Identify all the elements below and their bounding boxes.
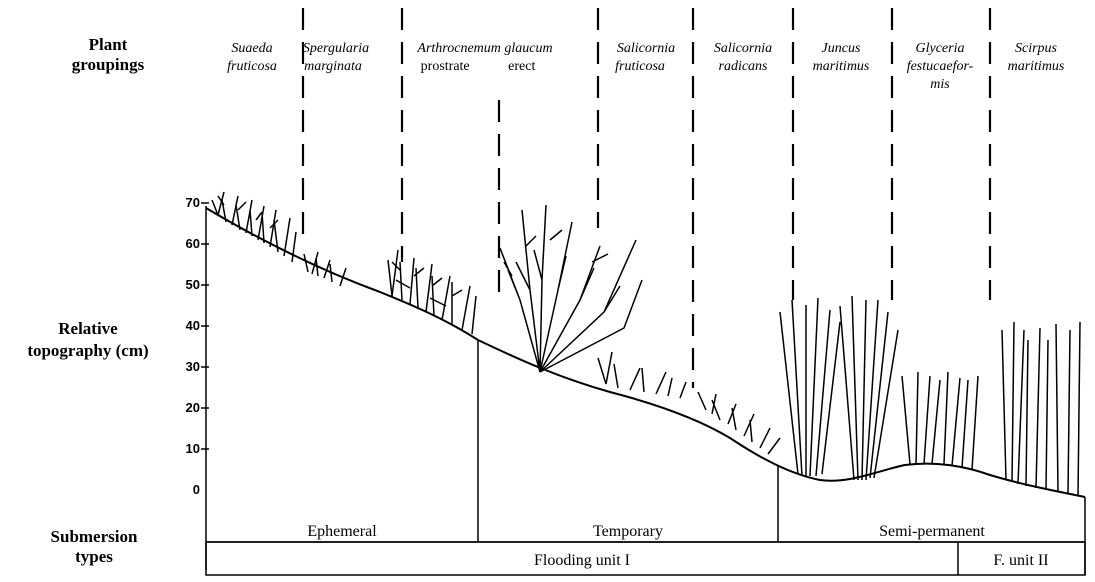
vegetation-juncus [780, 296, 898, 480]
group-label-glyceria-1: Glyceria [916, 41, 965, 56]
y-tick-label: 0 [193, 482, 200, 497]
group-label-glyceria-2: festucaefor- [907, 59, 974, 74]
group-label-salicornia-radicans-1: Salicornia [714, 41, 772, 56]
y-tick-label: 70 [186, 195, 200, 210]
relative-topography-label-line1: Relative [58, 319, 118, 338]
relative-topography-label-line2: topography (cm) [27, 341, 148, 360]
y-tick-label: 30 [186, 359, 200, 374]
submersion-temporary: Temporary [593, 523, 663, 540]
vegetation-arthrocnemum-prostrate [388, 250, 476, 334]
group-label-arthrocnemum-2: prostrate erect [421, 59, 536, 74]
vegetation-glyceria [902, 372, 978, 470]
group-label-arthrocnemum-1: Arthrocnemum glaucum [416, 41, 552, 56]
group-label-salicornia-fruticosa-1: Salicornia [617, 41, 675, 56]
y-tick-label: 10 [186, 441, 200, 456]
group-label-glyceria-3: mis [930, 77, 950, 92]
submersion-semi-permanent: Semi-permanent [879, 523, 985, 540]
y-tick-label: 20 [186, 400, 200, 415]
vegetation-scirpus [1002, 322, 1080, 496]
y-tick-label: 60 [186, 236, 200, 251]
flooding-unit-2: F. unit II [993, 552, 1048, 569]
group-label-scirpus-1: Scirpus [1015, 41, 1058, 56]
vegetation-arthrocnemum-erect [500, 205, 642, 372]
group-label-spergularia-2: marginata [304, 59, 362, 74]
group-label-salicornia-radicans-2: radicans [719, 59, 769, 74]
plant-groupings-label-line1: Plant [89, 35, 128, 54]
group-label-juncus-2: maritimus [813, 59, 870, 74]
y-tick-label: 40 [186, 318, 200, 333]
flooding-unit-1: Flooding unit I [534, 552, 630, 569]
group-label-juncus-1: Juncus [822, 41, 861, 56]
vegetation-salicornia-fruticosa [598, 352, 686, 398]
group-label-spergularia-1: Spergularia [303, 41, 369, 56]
plant-group-labels: Suaeda fruticosa Spergularia marginata A… [227, 41, 1065, 92]
submersion-types-label-line1: Submersion [51, 527, 138, 546]
y-tick-label: 50 [186, 277, 200, 292]
group-label-scirpus-2: maritimus [1008, 59, 1065, 74]
submersion-ephemeral: Ephemeral [307, 523, 377, 540]
group-label-suaeda-1: Suaeda [231, 41, 272, 56]
group-label-salicornia-fruticosa-2: fruticosa [615, 59, 665, 74]
vegetation-suaeda [212, 192, 296, 262]
group-label-suaeda-2: fruticosa [227, 59, 277, 74]
submersion-table [206, 542, 1085, 575]
plant-groupings-label-line2: groupings [72, 55, 145, 74]
submersion-types-label-line2: types [75, 547, 113, 566]
